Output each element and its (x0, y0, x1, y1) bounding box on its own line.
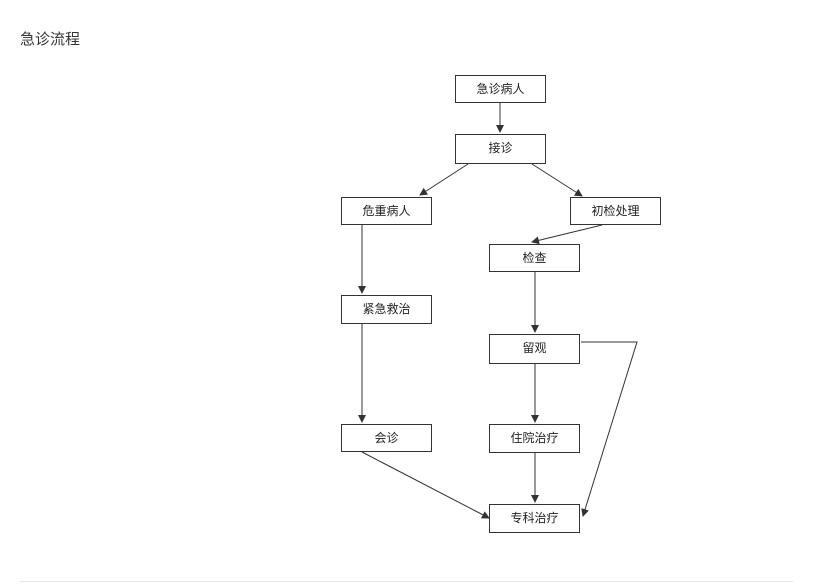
node-critical-patient: 危重病人 (341, 197, 432, 225)
bottom-divider (20, 581, 793, 582)
node-examination: 检查 (489, 244, 580, 272)
arrow-consultation-to-specialist (361, 451, 490, 519)
node-observation: 留观 (489, 334, 580, 364)
node-consultation: 会诊 (341, 424, 432, 452)
arrow-observation-to-specialist (581, 341, 638, 517)
node-emergency-rescue: 紧急救治 (341, 295, 432, 324)
node-emergency-patient: 急诊病人 (455, 75, 546, 103)
node-specialist-treatment: 专科治疗 (489, 504, 580, 533)
node-initial-treatment: 初检处理 (570, 197, 661, 225)
arrow-reception-to-initial (531, 163, 583, 197)
arrow-reception-to-critical (419, 163, 469, 196)
node-inpatient-treatment: 住院治疗 (489, 424, 580, 453)
node-reception: 接诊 (455, 134, 546, 164)
arrow-initial-to-exam (531, 224, 603, 245)
page-title: 急诊流程 (20, 30, 81, 48)
